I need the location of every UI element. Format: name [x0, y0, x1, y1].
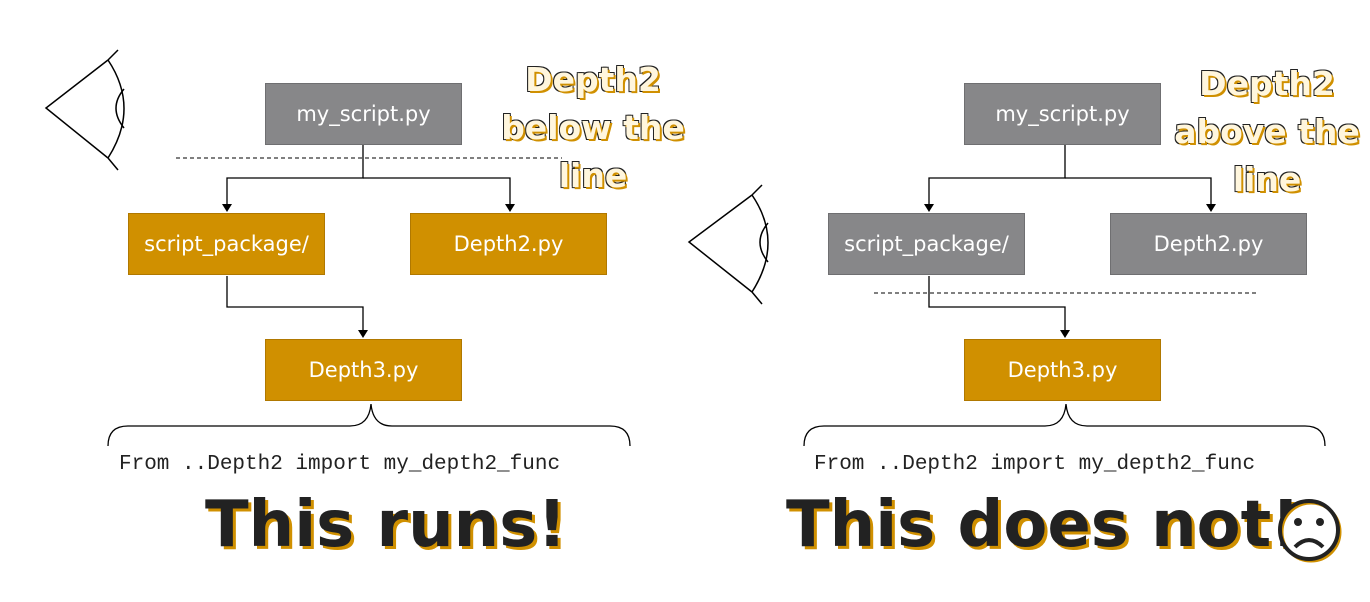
left-annotation-line1: Depth2 [525, 60, 661, 99]
left-annotation: Depth2 below the line [498, 56, 688, 200]
right-annotation: Depth2 above the line [1172, 60, 1362, 204]
right-code-line: From ..Depth2 import my_depth2_func [814, 453, 1256, 476]
right-depth3-box: Depth3.py [964, 339, 1161, 401]
right-connectors [928, 145, 1212, 330]
left-script-package-box: script_package/ [128, 213, 325, 275]
right-my-script-box: my_script.py [964, 83, 1161, 145]
right-annotation-line1: Depth2 [1199, 64, 1335, 103]
left-depth3-box: Depth3.py [265, 339, 462, 401]
right-brace [803, 403, 1326, 447]
left-connectors [226, 145, 511, 330]
right-depth2-box: Depth2.py [1110, 213, 1307, 275]
frowning-face-icon [1278, 499, 1342, 563]
left-eye-icon [44, 49, 125, 171]
left-my-script-box: my_script.py [265, 83, 462, 145]
left-result-text: This runs! [205, 488, 567, 562]
left-annotation-line2: below the [501, 108, 685, 147]
left-depth2-box: Depth2.py [410, 213, 607, 275]
right-script-package-box: script_package/ [828, 213, 1025, 275]
right-annotation-line3: line [1232, 160, 1302, 199]
left-brace [107, 403, 631, 447]
right-eye-icon [687, 184, 769, 305]
right-result-text: This does not! [786, 488, 1301, 562]
left-annotation-line3: line [558, 156, 628, 195]
right-annotation-line2: above the [1174, 112, 1360, 151]
left-code-line: From ..Depth2 import my_depth2_func [119, 453, 561, 476]
